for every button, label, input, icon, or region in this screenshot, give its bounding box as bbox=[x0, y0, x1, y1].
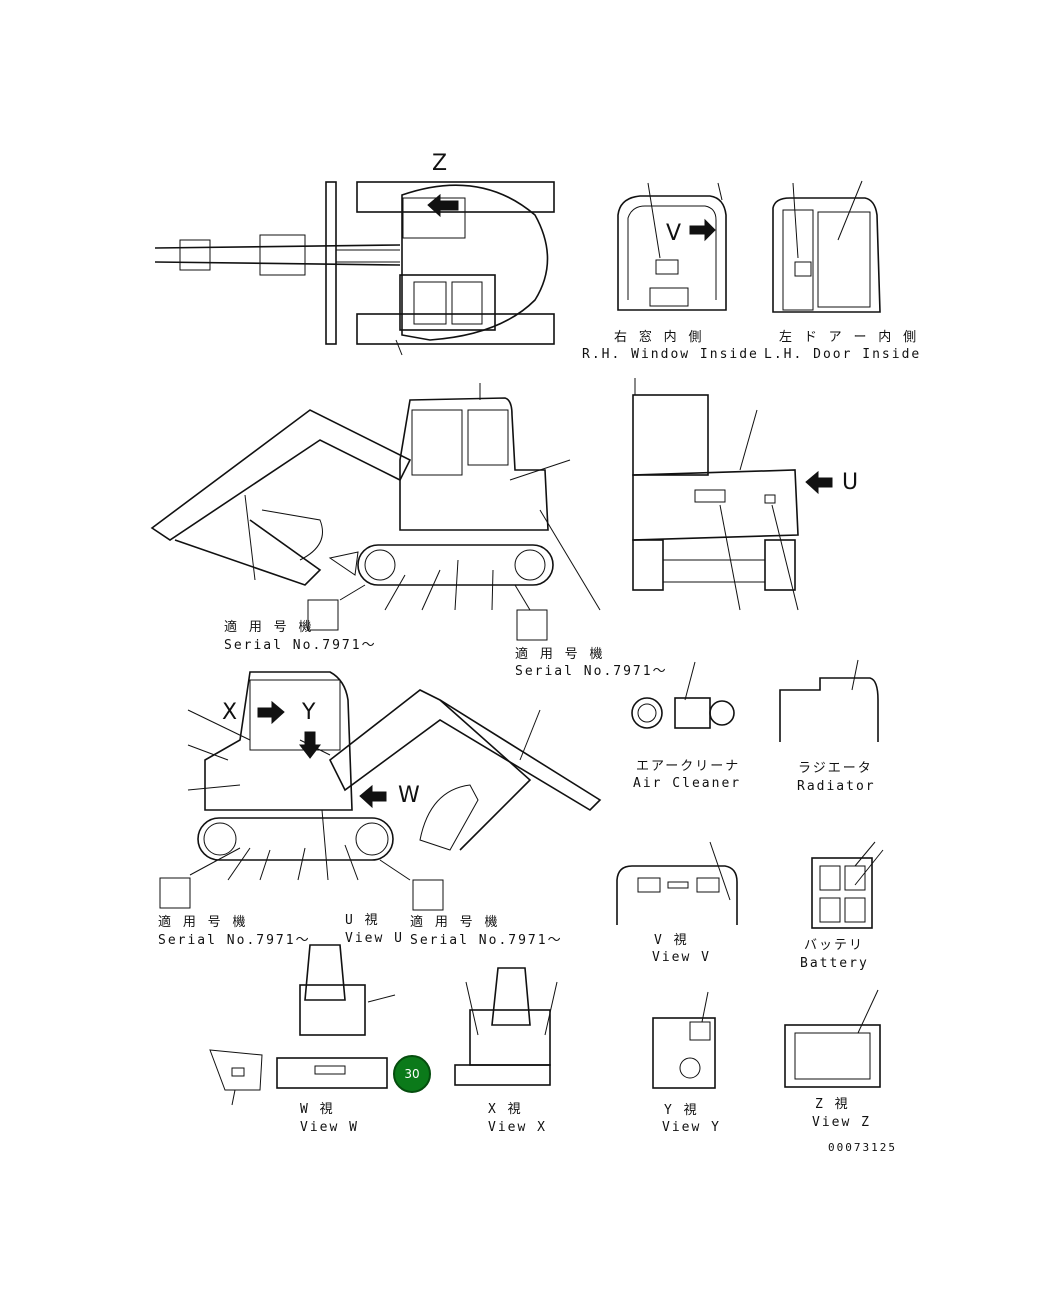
view-x-label-en: View X bbox=[488, 1120, 547, 1135]
serial-label-d-en: Serial No.7971～ bbox=[410, 933, 563, 948]
left-side-view-drawing bbox=[150, 383, 601, 641]
leader-line bbox=[299, 739, 331, 756]
view-w-label-jp: W 視 bbox=[300, 1102, 335, 1117]
rh-window-label-jp: 右 窓 内 側 bbox=[614, 330, 704, 345]
serial-label-b-jp: 適 用 号 機 bbox=[515, 647, 605, 662]
lh-door-label-en: L.H. Door Inside bbox=[764, 347, 922, 362]
view-v-drawing bbox=[616, 841, 738, 925]
right-side-view-drawing bbox=[159, 671, 602, 911]
view-v-label-jp: V 視 bbox=[654, 933, 689, 948]
view-y-label-en: View Y bbox=[662, 1120, 721, 1135]
view-x-drawing bbox=[454, 967, 558, 1086]
serial-label-c-en: Serial No.7971～ bbox=[158, 933, 311, 948]
view-w-label-en: View W bbox=[300, 1120, 359, 1135]
marker-w: W bbox=[398, 783, 420, 808]
view-u-label-en: View U bbox=[345, 931, 404, 946]
marker-v: V bbox=[666, 221, 682, 246]
air-cleaner-label-en: Air Cleaner bbox=[633, 776, 742, 791]
lh-door-drawing bbox=[772, 180, 881, 313]
view-z-label-jp: Z 視 bbox=[815, 1097, 850, 1112]
view-x-label-jp: X 視 bbox=[488, 1102, 523, 1117]
rh-window-drawing bbox=[617, 182, 727, 311]
top-view-drawing bbox=[154, 181, 555, 356]
view-u-label-jp: U 視 bbox=[345, 913, 380, 928]
battery-drawing bbox=[811, 841, 884, 929]
air-cleaner-drawing bbox=[631, 661, 735, 729]
view-y-label-jp: Y 視 bbox=[664, 1103, 699, 1118]
drawing-number: 00073125 bbox=[828, 1141, 897, 1154]
lh-door-label-jp: 左 ド ア ー 内 側 bbox=[779, 330, 919, 345]
serial-label-b-en: Serial No.7971～ bbox=[515, 664, 668, 679]
radiator-drawing bbox=[779, 659, 879, 742]
battery-label-jp: バッテリ bbox=[804, 938, 865, 953]
serial-label-a-en: Serial No.7971～ bbox=[224, 638, 377, 653]
serial-label-c-jp: 適 用 号 機 bbox=[158, 915, 248, 930]
radiator-label-jp: ラジエータ bbox=[798, 761, 873, 776]
callout-number-badge[interactable]: 30 bbox=[393, 1055, 431, 1093]
view-z-label-en: View Z bbox=[812, 1115, 871, 1130]
view-v-label-en: View V bbox=[652, 950, 711, 965]
view-z-drawing bbox=[784, 989, 881, 1088]
rh-window-label-en: R.H. Window Inside bbox=[582, 347, 759, 362]
radiator-label-en: Radiator bbox=[797, 779, 876, 794]
battery-label-en: Battery bbox=[800, 956, 869, 971]
marker-z: Z bbox=[432, 151, 448, 176]
marker-y: Y bbox=[302, 700, 316, 725]
air-cleaner-label-jp: エアークリーナ bbox=[636, 759, 741, 774]
marker-u: U bbox=[842, 470, 859, 495]
view-w-drawing bbox=[209, 944, 396, 1106]
serial-label-d-jp: 適 用 号 機 bbox=[410, 915, 500, 930]
rear-view-drawing bbox=[632, 378, 833, 611]
marker-x: X bbox=[222, 700, 238, 725]
serial-label-a-jp: 適 用 号 機 bbox=[224, 620, 314, 635]
view-y-drawing bbox=[652, 991, 716, 1089]
